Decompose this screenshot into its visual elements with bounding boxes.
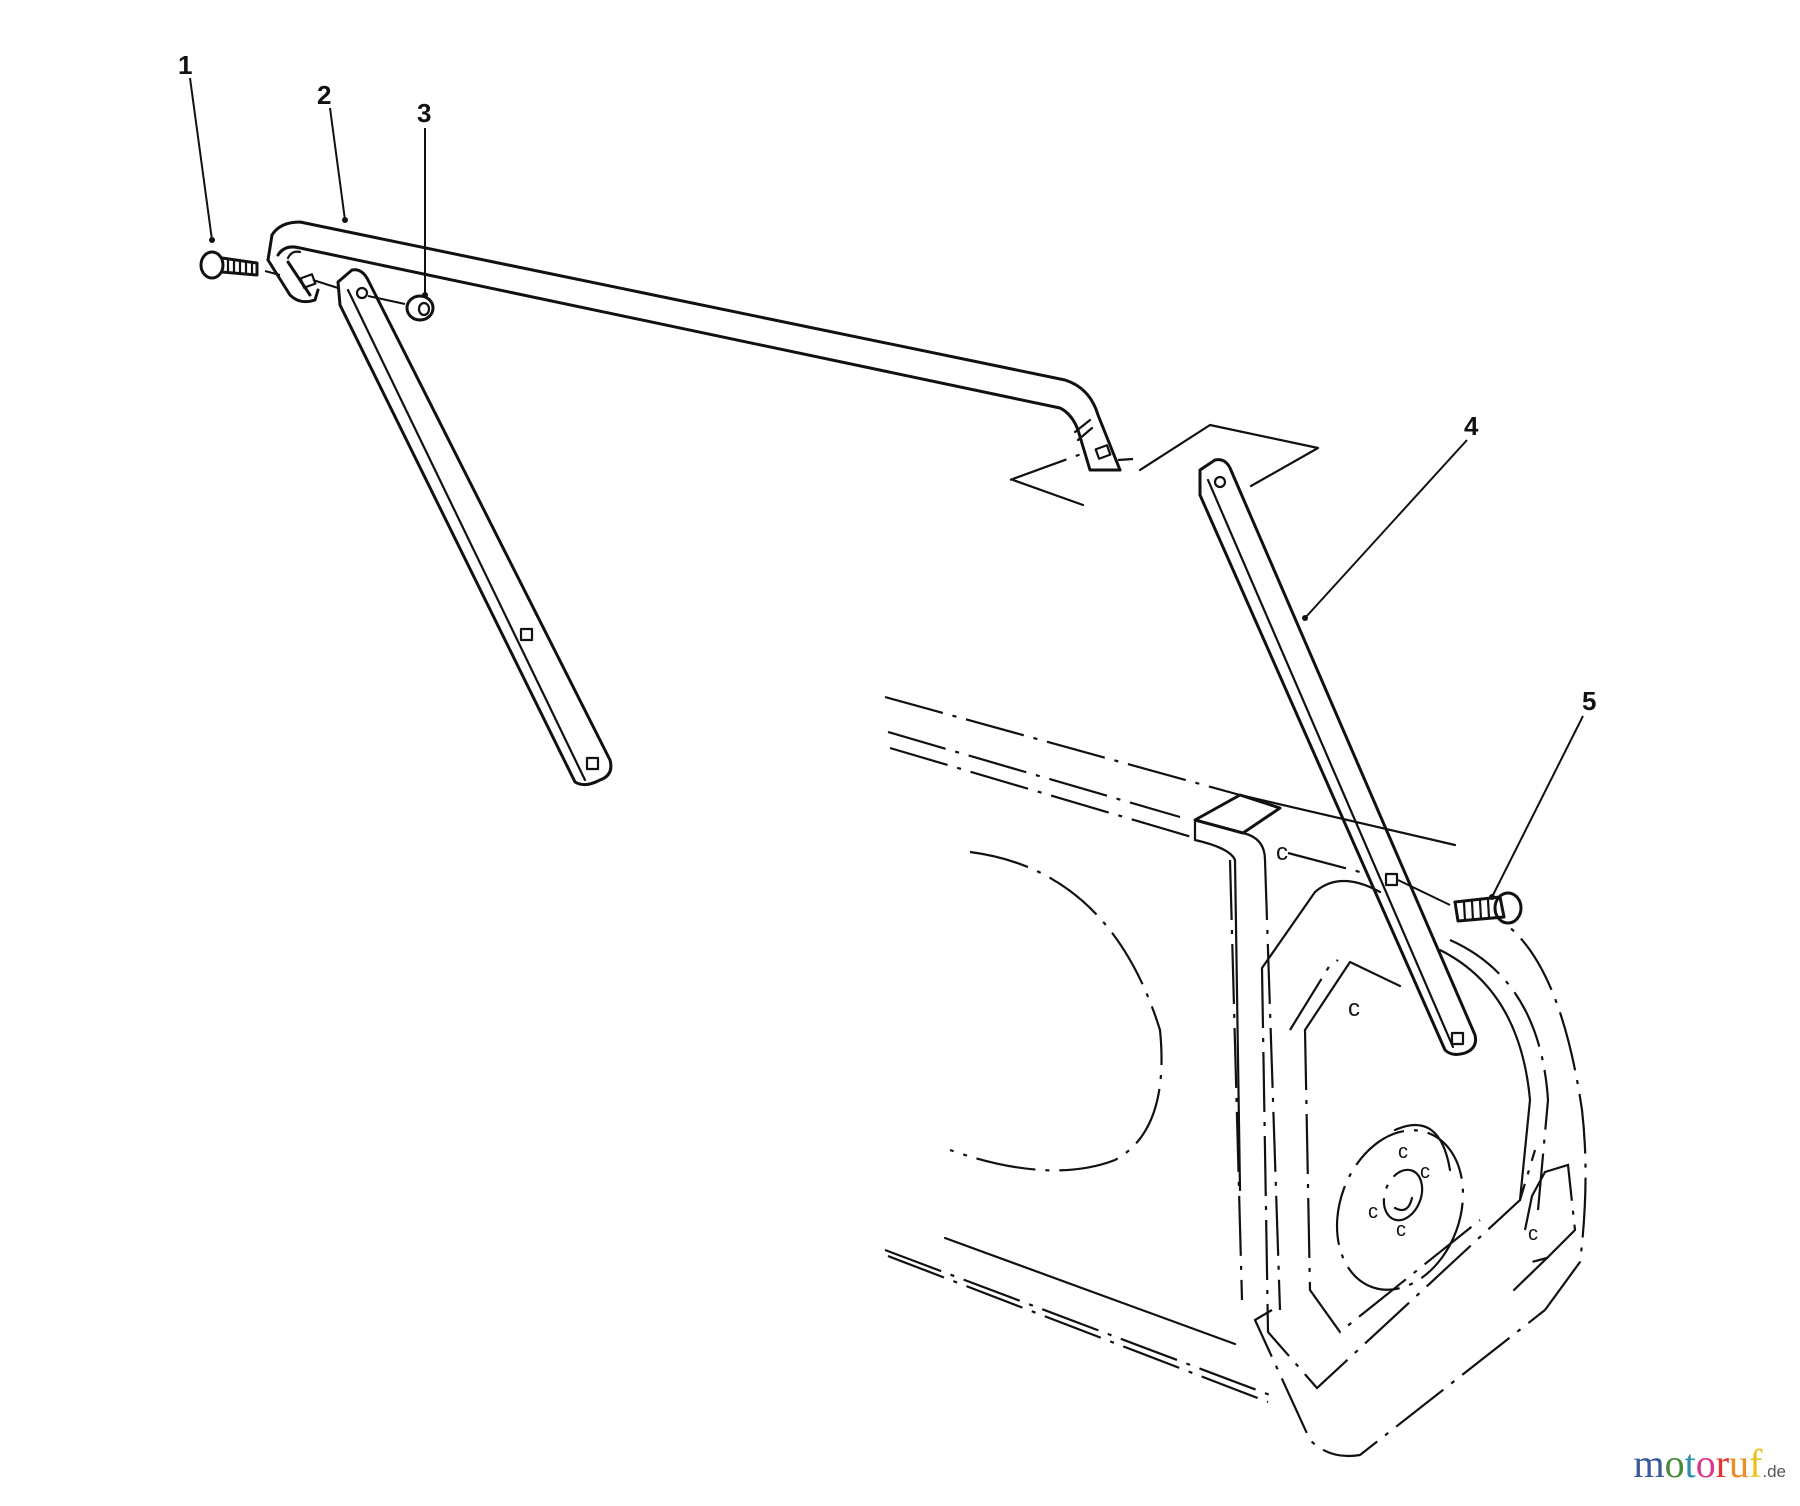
callout-5: 5 (1582, 686, 1596, 716)
nut-3 (405, 294, 435, 322)
handle-bar (266, 220, 1122, 472)
watermark-tld: .de (1762, 1462, 1786, 1481)
callout-4: 4 (1464, 411, 1479, 441)
bolt-5 (1397, 879, 1523, 925)
watermark-letter: m (1633, 1441, 1665, 1486)
watermark-letter: t (1684, 1441, 1696, 1486)
mounting-plane (1009, 451, 1085, 482)
svg-text:c: c (1276, 839, 1288, 866)
watermark-letter: o (1695, 1441, 1716, 1486)
watermark-letter: u (1729, 1441, 1750, 1486)
left-strut (336, 268, 613, 787)
svg-text:c: c (1348, 995, 1360, 1022)
hub-hole-icon: c (1398, 1141, 1408, 1163)
callout-leaders (189, 77, 1584, 900)
svg-text:c: c (1528, 1223, 1538, 1245)
watermark-logo: motoruf.de (1633, 1444, 1786, 1484)
svg-text:c: c (1368, 1201, 1378, 1223)
callout-1: 1 (178, 50, 192, 80)
watermark-letter: r (1715, 1441, 1730, 1486)
svg-text:c: c (1420, 1161, 1430, 1183)
bolt-1 (199, 250, 281, 280)
svg-text:c: c (1396, 1219, 1406, 1241)
callout-3: 3 (417, 98, 431, 128)
housing-outline: c c c c c c c (884, 695, 1587, 1458)
watermark-letter: f (1749, 1441, 1763, 1486)
watermark-letter: o (1664, 1441, 1685, 1486)
right-strut (1198, 458, 1477, 1056)
callout-2: 2 (317, 80, 331, 110)
